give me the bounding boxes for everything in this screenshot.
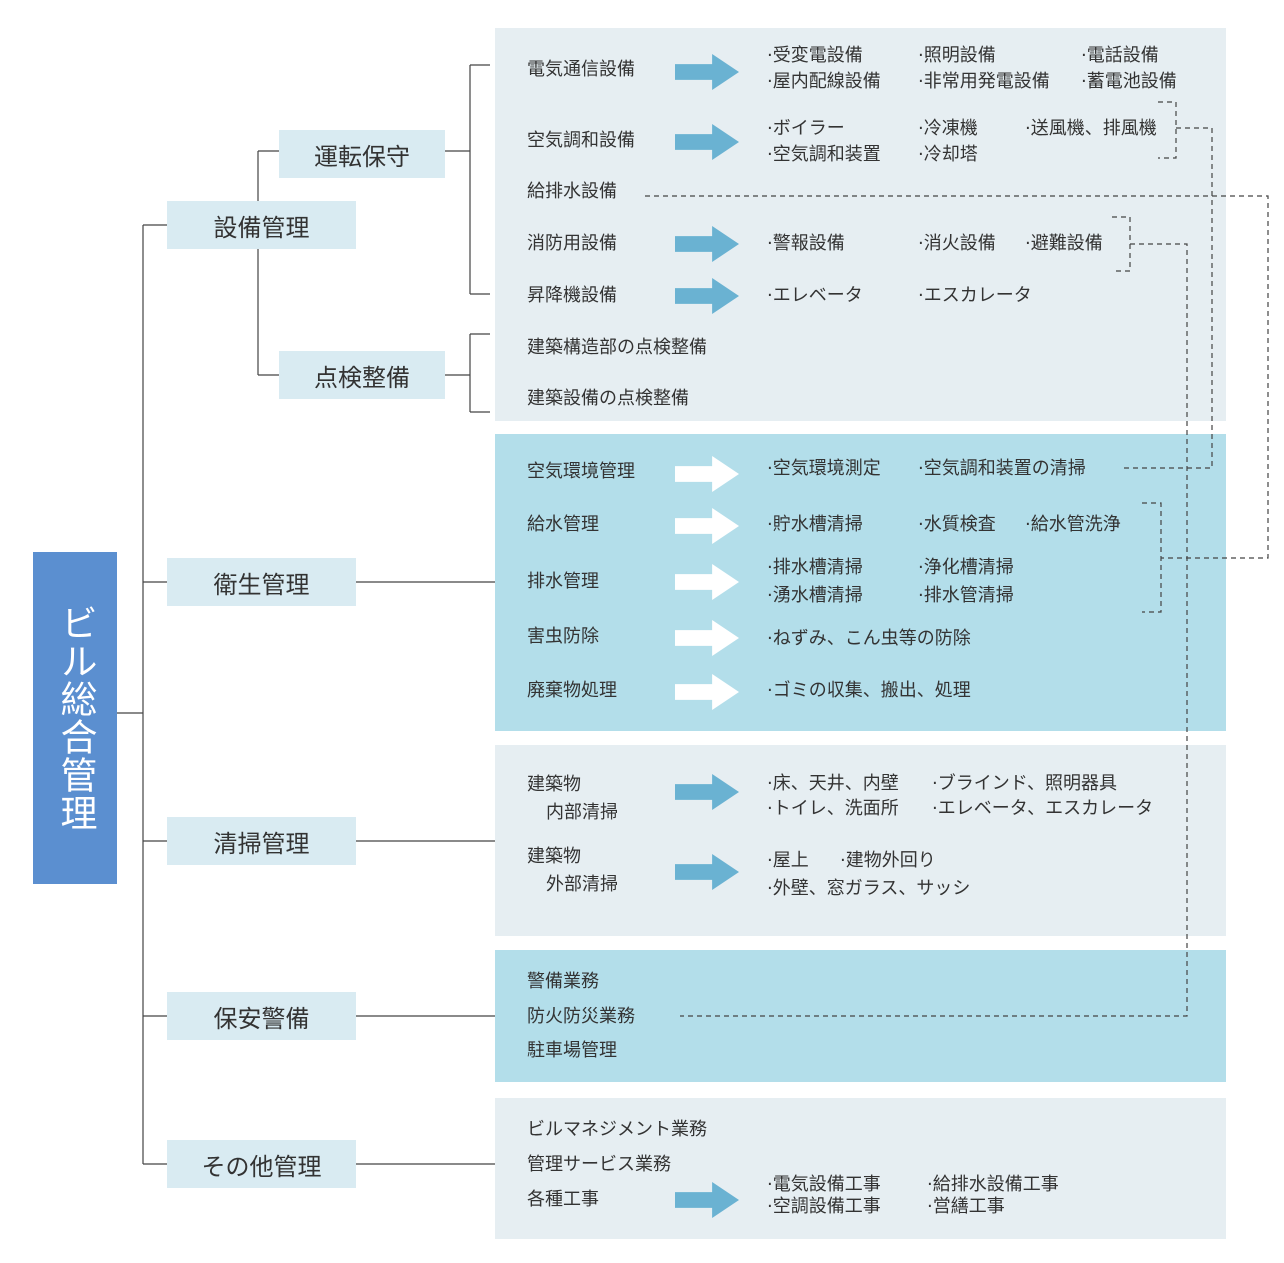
detail: ·床、天井、内壁 — [767, 773, 899, 794]
detail: ·屋上 — [767, 850, 809, 871]
category-sanitation: 衛生管理 — [167, 558, 356, 606]
detail: ·トイレ、洗面所 — [767, 798, 899, 819]
inspection-item: 建築設備の点検整備 — [527, 388, 689, 409]
detail: ·空気環境測定 — [767, 458, 881, 479]
detail: ·冷凍機 — [918, 118, 978, 139]
other-item: ビルマネジメント業務 — [527, 1119, 707, 1140]
item-pest: 害虫防除 — [527, 626, 599, 647]
dashed-links — [645, 101, 1269, 1017]
cleaning-panel — [495, 745, 1226, 936]
detail: ·電話設備 — [1081, 45, 1159, 66]
item-exterior: 外部清掃 — [546, 874, 618, 895]
detail: ·給水管洗浄 — [1025, 514, 1121, 535]
detail: ·屋内配線設備 — [767, 71, 881, 92]
detail: ·浄化槽清掃 — [918, 557, 1014, 578]
item-interior: 内部清掃 — [546, 802, 618, 823]
category-inspection: 点検整備 — [279, 351, 445, 399]
detail: ·外壁、窓ガラス、サッシ — [767, 878, 971, 899]
item-plumbing: 給排水設備 — [527, 181, 617, 202]
item-interior: 建築物 — [527, 774, 581, 795]
sanitation-panel — [495, 434, 1226, 731]
detail: ·エレベータ — [767, 285, 863, 306]
detail: ·貯水槽清掃 — [767, 514, 863, 535]
security-item: 警備業務 — [527, 971, 599, 992]
detail: ·ゴミの収集、搬出、処理 — [767, 680, 971, 701]
inspection-item: 建築構造部の点検整備 — [527, 337, 707, 358]
other-item: 管理サービス業務 — [527, 1154, 671, 1175]
tree-connectors — [117, 64, 495, 1165]
detail: ·警報設備 — [767, 233, 845, 254]
item-drainage: 排水管理 — [527, 571, 599, 592]
item-elevator: 昇降機設備 — [527, 285, 617, 306]
detail: ·照明設備 — [918, 45, 996, 66]
detail: ·受変電設備 — [767, 45, 863, 66]
detail: ·非常用発電設備 — [918, 71, 1050, 92]
detail: ·建物外回り — [840, 850, 936, 871]
other-item: 各種工事 — [527, 1189, 599, 1210]
detail: ·水質検査 — [918, 514, 996, 535]
detail: ·送風機、排風機 — [1025, 118, 1157, 139]
item-waste: 廃棄物処理 — [527, 680, 617, 701]
detail: ·電気設備工事 — [767, 1174, 881, 1195]
category-operation: 運転保守 — [279, 130, 445, 178]
category-cleaning: 清掃管理 — [167, 817, 356, 865]
other-panel — [495, 1098, 1226, 1239]
detail: ·営繕工事 — [927, 1196, 1005, 1217]
item-electrical: 電気通信設備 — [527, 59, 635, 80]
detail: ·湧水槽清掃 — [767, 585, 863, 606]
detail: ·空気調和装置の清掃 — [918, 458, 1086, 479]
detail: ·排水槽清掃 — [767, 557, 863, 578]
security-item: 駐車場管理 — [527, 1040, 617, 1061]
detail: ·避難設備 — [1025, 233, 1103, 254]
detail: ·ねずみ、こん虫等の防除 — [767, 628, 971, 649]
item-air-env: 空気環境管理 — [527, 461, 635, 482]
detail: ·ボイラー — [767, 118, 845, 139]
category-security: 保安警備 — [167, 992, 356, 1040]
item-water-supply: 給水管理 — [527, 514, 599, 535]
detail: ·蓄電池設備 — [1081, 71, 1177, 92]
root-node: ビル総合管理 — [33, 552, 117, 884]
detail: ·給排水設備工事 — [927, 1174, 1059, 1195]
detail: ·ブラインド、照明器具 — [932, 773, 1118, 794]
detail: ·排水管清掃 — [918, 585, 1014, 606]
detail: ·冷却塔 — [918, 144, 978, 165]
detail: ·空気調和装置 — [767, 144, 881, 165]
detail: ·消火設備 — [918, 233, 996, 254]
item-hvac: 空気調和設備 — [527, 130, 635, 151]
detail: ·エレベータ、エスカレータ — [932, 798, 1154, 819]
item-exterior: 建築物 — [527, 846, 581, 867]
detail: ·エスカレータ — [918, 285, 1032, 306]
category-other: その他管理 — [167, 1140, 356, 1188]
detail: ·空調設備工事 — [767, 1196, 881, 1217]
category-facility: 設備管理 — [167, 201, 356, 249]
security-item: 防火防災業務 — [527, 1006, 635, 1027]
facility-panel — [495, 28, 1226, 421]
item-fire: 消防用設備 — [527, 233, 617, 254]
